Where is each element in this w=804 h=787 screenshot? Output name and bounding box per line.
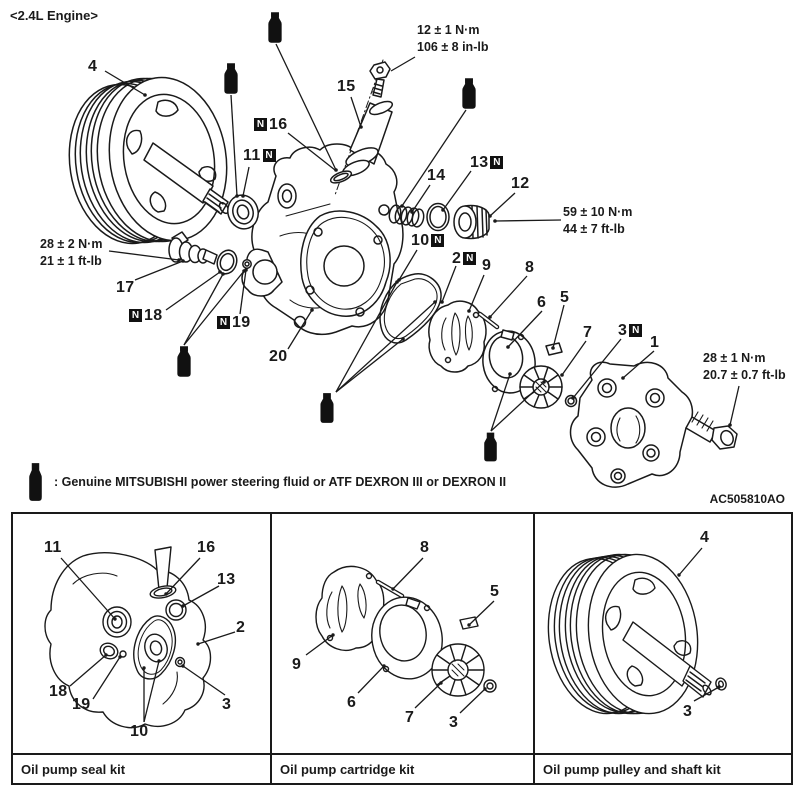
leader-dots bbox=[677, 573, 721, 689]
figure-code: AC505810AO bbox=[709, 492, 785, 506]
spring-14-drawing bbox=[388, 204, 425, 228]
fluid-bottle-icon bbox=[320, 393, 334, 423]
mounting-bolt-drawing bbox=[685, 411, 738, 450]
suction-pipe-15-drawing bbox=[329, 59, 394, 196]
leader-lines bbox=[305, 557, 495, 714]
leader-lines bbox=[678, 547, 720, 702]
pulley-4-drawing bbox=[68, 76, 230, 245]
panel-caption-cartridge-kit: Oil pump cartridge kit bbox=[272, 753, 533, 783]
engine-variant-label: <2.4L Engine> bbox=[10, 8, 98, 23]
leader-dots bbox=[331, 587, 487, 691]
o-ring-13-drawing bbox=[426, 202, 450, 232]
vane-rotor-7 bbox=[431, 643, 485, 697]
cam-ring-6 bbox=[371, 596, 443, 680]
fluid-note: : Genuine MITSUBISHI power steering flui… bbox=[27, 463, 506, 501]
o-ring-18-19-drawing bbox=[216, 249, 252, 275]
pressure-switch-17-drawing bbox=[168, 231, 218, 265]
fluid-bottle-icon bbox=[462, 78, 476, 109]
bolt-15-drawing bbox=[369, 61, 391, 98]
snap-ring-3-drawing bbox=[564, 394, 578, 408]
gasket-10 bbox=[133, 615, 177, 680]
pulley-4 bbox=[547, 553, 712, 715]
fluid-bottle-icon bbox=[484, 432, 497, 462]
panel-caption-seal-kit: Oil pump seal kit bbox=[13, 753, 270, 783]
seal-kit-art bbox=[44, 546, 236, 729]
fluid-bottle-icon bbox=[177, 346, 191, 377]
fluid-bottle-icon bbox=[268, 12, 282, 43]
panel-caption-pulley-shaft-kit: Oil pump pulley and shaft kit bbox=[535, 753, 791, 783]
o-ring-19 bbox=[119, 650, 127, 658]
cartridge-kit-art bbox=[305, 557, 497, 714]
vane-rotor-7-drawing bbox=[519, 365, 563, 409]
leader-dots bbox=[104, 592, 200, 670]
ring-3 bbox=[174, 656, 186, 668]
leader-lines bbox=[60, 557, 236, 723]
side-plate-9 bbox=[315, 565, 385, 652]
fluid-bottle-icon bbox=[27, 463, 44, 501]
leader-lines bbox=[104, 43, 740, 432]
pin-8-drawing bbox=[477, 311, 500, 330]
gasket-10-drawing bbox=[379, 273, 442, 344]
ring-3 bbox=[483, 679, 497, 693]
pin-8 bbox=[375, 579, 405, 599]
fluid-note-text: : Genuine MITSUBISHI power steering flui… bbox=[54, 475, 507, 489]
oil-seal-11-drawing bbox=[227, 194, 259, 230]
pump-rear-outline bbox=[44, 552, 212, 729]
leader-dots bbox=[143, 93, 732, 427]
connector-plug-12-drawing bbox=[453, 204, 490, 240]
pump-body-20-drawing bbox=[241, 143, 404, 336]
funnel-16 bbox=[154, 546, 172, 591]
exploded-view-art bbox=[68, 12, 740, 488]
side-plate-9-drawing bbox=[428, 300, 487, 373]
pulley-kit-art bbox=[547, 547, 727, 715]
fluid-bottle-icon bbox=[224, 63, 238, 94]
bracket-1-drawing bbox=[569, 361, 694, 488]
